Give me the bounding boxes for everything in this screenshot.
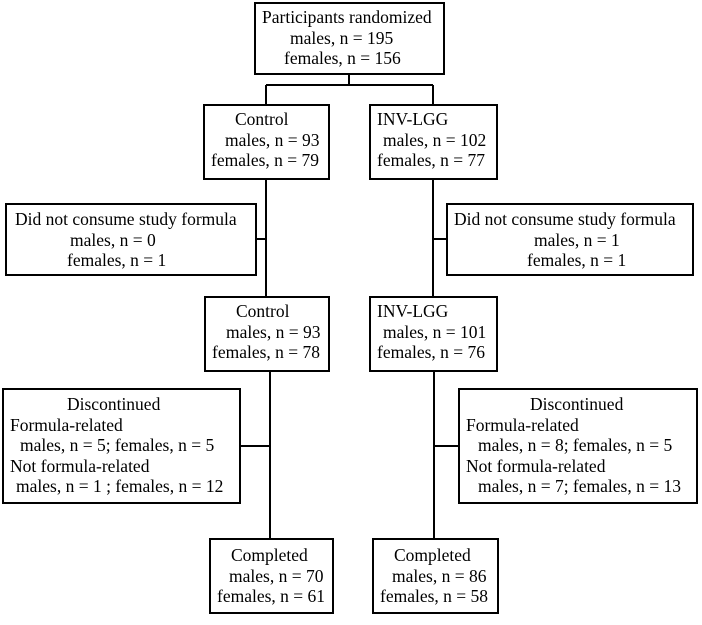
males-count: males, n = 1 xyxy=(534,229,620,250)
formula-related-counts: males, n = 8; females, n = 5 xyxy=(478,435,673,455)
males-count: males, n = 93 xyxy=(226,321,321,342)
control-consumed-box: Control males, n = 93 females, n = 78 xyxy=(204,296,330,372)
females-count: females, n = 58 xyxy=(380,586,489,606)
not-formula-related-counts: males, n = 7; females, n = 13 xyxy=(478,476,681,496)
females-count: females, n = 1 xyxy=(67,250,167,270)
not-formula-related-label: Not formula-related xyxy=(10,455,150,476)
box-title: Control xyxy=(235,109,289,129)
males-count: males, n = 0 xyxy=(70,229,156,250)
inv-lgg-consumed-box: INV-LGG males, n = 101 females, n = 76 xyxy=(369,296,498,372)
box-title: Discontinued xyxy=(67,394,161,414)
participants-randomized-box: Participants randomized males, n = 195 f… xyxy=(254,2,445,75)
box-title: Discontinued xyxy=(530,394,624,414)
control-allocated-box: Control males, n = 93 females, n = 79 xyxy=(203,104,330,180)
box-title: Control xyxy=(236,301,290,321)
box-title: Participants randomized xyxy=(262,7,432,27)
formula-related-label: Formula-related xyxy=(466,414,579,435)
inv-lgg-discontinued-box: Discontinued Formula-related males, n = … xyxy=(458,388,698,504)
males-count: males, n = 102 xyxy=(383,129,487,150)
box-title: INV-LGG xyxy=(377,301,449,321)
box-title: Did not consume study formula xyxy=(454,209,676,229)
box-title: Completed xyxy=(231,545,308,565)
formula-related-label: Formula-related xyxy=(10,414,123,435)
inv-lgg-allocated-box: INV-LGG males, n = 102 females, n = 77 xyxy=(369,104,498,180)
females-count: females, n = 1 xyxy=(527,250,627,270)
males-count: males, n = 93 xyxy=(225,129,320,150)
not-formula-related-label: Not formula-related xyxy=(466,455,606,476)
males-count: males, n = 70 xyxy=(229,565,324,586)
formula-related-counts: males, n = 5; females, n = 5 xyxy=(20,435,215,455)
box-title: Completed xyxy=(394,545,471,565)
males-count: males, n = 195 xyxy=(290,27,394,48)
females-count: females, n = 79 xyxy=(211,150,320,170)
box-title: INV-LGG xyxy=(377,109,449,129)
males-count: males, n = 86 xyxy=(392,565,487,586)
females-count: females, n = 76 xyxy=(377,342,486,362)
inv-lgg-completed-box: Completed males, n = 86 females, n = 58 xyxy=(372,538,499,614)
females-count: females, n = 61 xyxy=(217,586,326,606)
females-count: females, n = 156 xyxy=(284,48,401,68)
box-title: Did not consume study formula xyxy=(15,209,237,229)
females-count: females, n = 77 xyxy=(377,150,486,170)
inv-lgg-did-not-consume-box: Did not consume study formula males, n =… xyxy=(446,203,694,276)
control-discontinued-box: Discontinued Formula-related males, n = … xyxy=(2,388,241,504)
control-completed-box: Completed males, n = 70 females, n = 61 xyxy=(209,538,334,614)
males-count: males, n = 101 xyxy=(383,321,487,342)
females-count: females, n = 78 xyxy=(212,342,321,362)
not-formula-related-counts: males, n = 1 ; females, n = 12 xyxy=(16,476,224,496)
control-did-not-consume-box: Did not consume study formula males, n =… xyxy=(5,203,257,276)
